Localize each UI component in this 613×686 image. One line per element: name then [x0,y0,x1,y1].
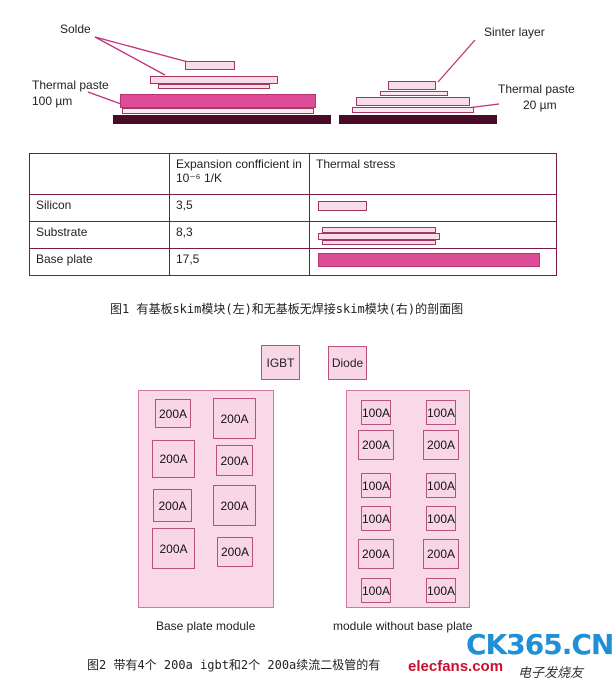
material-cell: Silicon [29,194,170,222]
table-header-cell: Thermal stress [309,153,557,195]
heatsink-right [339,115,497,124]
label-thermal-paste-right-value: 20 µm [523,98,557,112]
leader-lines [87,36,500,109]
material-cell: Base plate [29,248,170,276]
label-sinter-layer: Sinter layer [484,25,545,39]
diode-chip: 100A [426,400,456,425]
igbt-chip: 200A [152,528,195,569]
base-plate-left [113,115,331,124]
label-thermal-paste-left-value: 100 µm [32,94,73,108]
legend-igbt: IGBT [261,345,300,380]
stress-bar-base-plate [318,253,540,267]
table-row: Silicon 3,5 [29,194,557,222]
sinter-layer-right [380,91,448,96]
watermark-cn: 电子发烧友 [518,666,584,681]
diode-chip: 100A [426,473,456,498]
igbt-chip: 200A [423,539,459,569]
label-solde: Solde [60,22,91,36]
watermark-brand: CK365.CN [466,628,613,661]
properties-table: Expansion confficient in 10⁻⁶ 1/K Therma… [29,153,557,276]
stress-bar-substrate [322,227,436,233]
legend-diode: Diode [328,346,367,380]
igbt-chip: 200A [358,430,394,460]
thermal-paste-layer-left [120,94,316,108]
substrate-bottom-left [122,108,314,114]
diode-chip: 200A [153,489,192,522]
table-row: Base plate 17,5 [29,248,557,276]
diode-chip: 100A [361,400,391,425]
diode-chip: 200A [217,537,253,567]
igbt-chip: 200A [358,539,394,569]
silicon-chip-left [185,61,235,70]
legend-diode-label: Diode [331,356,364,370]
stress-bar-silicon [318,201,367,211]
module-without-base-plate-label: module without base plate [333,619,473,633]
stress-bar-substrate [318,233,440,240]
igbt-chip: 200A [213,398,256,439]
stress-bar-substrate [322,240,436,245]
figure-1-caption: 图1 有基板skim模块(左)和无基板无焊接skim模块(右)的剖面图 [110,302,464,316]
value-cell: 3,5 [169,194,310,222]
base-plate-module-label: Base plate module [156,619,256,633]
stress-graphic-cell [309,194,557,222]
igbt-chip: 200A [155,399,191,428]
diode-chip: 100A [361,578,391,603]
table-header-cell [29,153,170,195]
table-row: Substrate 8,3 [29,221,557,249]
diode-chip: 200A [216,445,253,476]
igbt-chip: 200A [423,430,459,460]
igbt-chip: 200A [152,440,195,478]
stress-graphic-cell [309,248,557,276]
diode-chip: 100A [361,473,391,498]
diode-chip: 100A [426,578,456,603]
label-thermal-paste-right: Thermal paste [498,82,575,96]
thermal-paste-layer-right [352,107,474,113]
material-cell: Substrate [29,221,170,249]
watermark-site: elecfans.com [408,658,504,675]
silicon-chip-right [388,81,436,90]
igbt-chip: 200A [213,485,256,526]
substrate-right [356,97,470,106]
legend-igbt-label: IGBT [266,355,295,370]
table-header-cell: Expansion confficient in 10⁻⁶ 1/K [169,153,310,195]
module-without-base-plate [346,390,470,608]
value-cell: 8,3 [169,221,310,249]
diode-chip: 100A [361,506,391,531]
label-thermal-paste-left: Thermal paste [32,78,109,92]
diode-chip: 100A [426,506,456,531]
substrate-copper-left [158,84,270,89]
figure-2-caption: 图2 带有4个 200a igbt和2个 200a续流二极管的有 [87,658,381,672]
stress-graphic-cell [309,221,557,249]
table-header-row: Expansion confficient in 10⁻⁶ 1/K Therma… [29,153,557,195]
substrate-left [150,76,278,84]
value-cell: 17,5 [169,248,310,276]
